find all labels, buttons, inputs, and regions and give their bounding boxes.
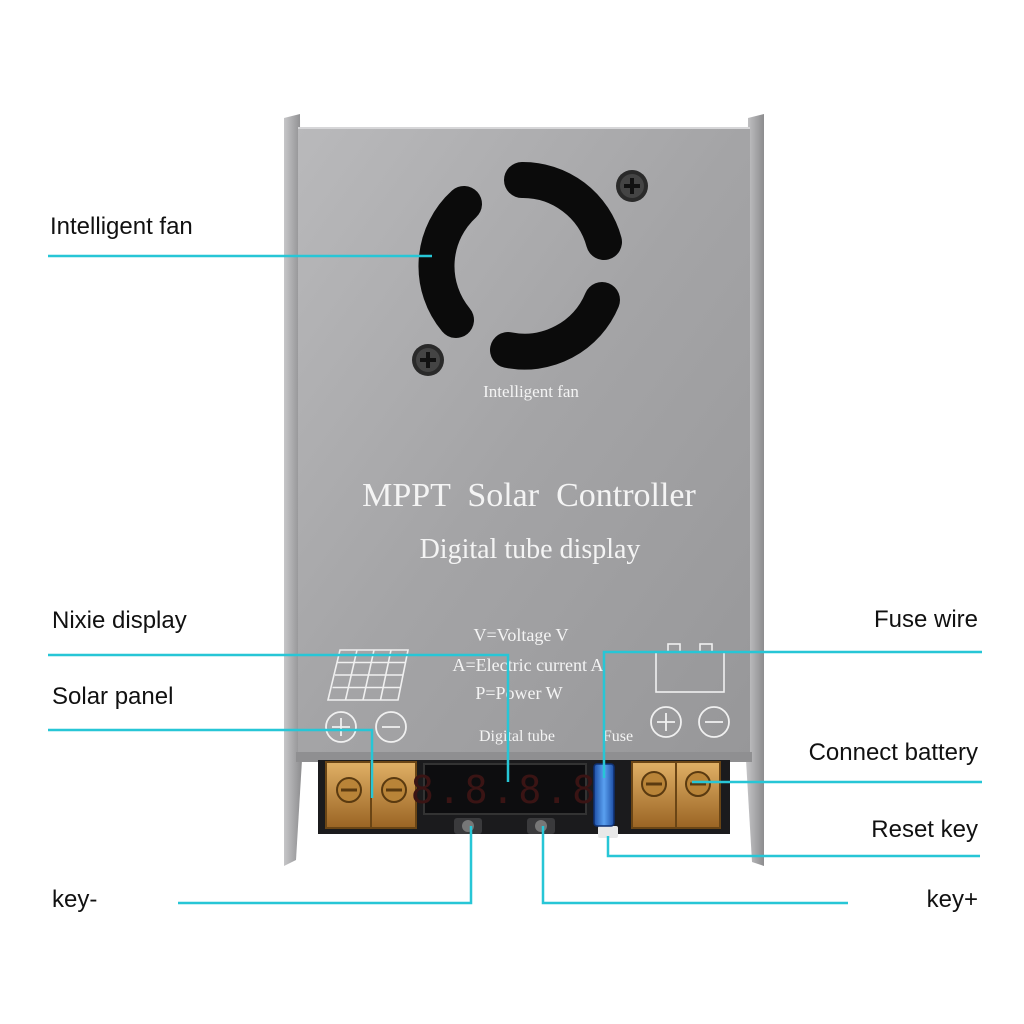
callout-key-minus: key- bbox=[52, 886, 98, 913]
callout-key-plus: key+ bbox=[926, 886, 978, 913]
screw-icon bbox=[412, 344, 444, 376]
legend-current: A=Electric current A bbox=[452, 655, 603, 675]
leader-solar-panel bbox=[48, 728, 374, 798]
key-minus-button[interactable] bbox=[454, 818, 482, 834]
leader-key-minus bbox=[178, 826, 473, 905]
key-plus-button[interactable] bbox=[527, 818, 555, 834]
left-flange bbox=[284, 114, 302, 866]
legend-voltage: V=Voltage V bbox=[474, 625, 569, 645]
minus-icon bbox=[375, 711, 407, 743]
plus-icon bbox=[325, 711, 357, 743]
leader-nixie-display bbox=[48, 653, 510, 782]
screw-icon bbox=[616, 170, 648, 202]
device-subtitle: Digital tube display bbox=[420, 534, 641, 565]
leader-reset-key bbox=[606, 836, 980, 858]
plus-icon bbox=[650, 706, 682, 738]
solar-panel-icon bbox=[326, 649, 409, 701]
device-title: MPPT Solar Controller bbox=[362, 477, 696, 514]
battery-terminal-block bbox=[631, 761, 721, 829]
callout-reset-key: Reset key bbox=[871, 816, 978, 843]
callout-fuse-wire: Fuse wire bbox=[873, 606, 978, 633]
leader-fuse-wire bbox=[602, 650, 982, 778]
legend-power: P=Power W bbox=[475, 683, 562, 703]
fan-printed-label: Intelligent fan bbox=[483, 382, 579, 401]
nixie-display: 8.8.8.8 bbox=[411, 763, 599, 815]
fan-vent-icon bbox=[418, 161, 622, 370]
callout-solar-panel: Solar panel bbox=[52, 683, 174, 710]
callout-intelligent-fan: Intelligent fan bbox=[50, 213, 193, 240]
callout-connect-battery: Connect battery bbox=[808, 739, 978, 766]
svg-text:8.8.8.8: 8.8.8.8 bbox=[411, 768, 599, 812]
right-flange bbox=[746, 114, 764, 866]
digital-tube-printed-label: Digital tube bbox=[479, 728, 555, 745]
leader-lines bbox=[48, 254, 982, 905]
reset-key-button[interactable] bbox=[598, 826, 618, 838]
leader-key-plus bbox=[541, 826, 848, 905]
minus-icon bbox=[698, 706, 730, 738]
callout-nixie-display: Nixie display bbox=[52, 607, 187, 634]
fuse-printed-label: Fuse bbox=[603, 728, 633, 745]
